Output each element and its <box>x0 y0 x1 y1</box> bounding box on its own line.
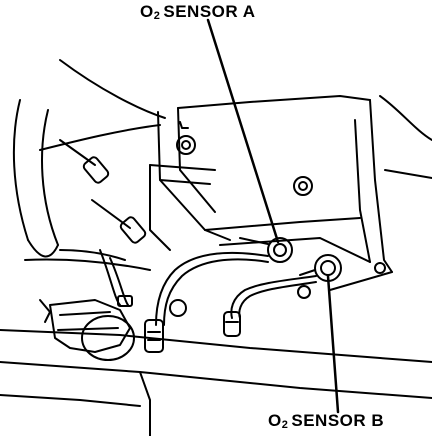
upper-connectors <box>59 139 147 244</box>
floor-plate <box>0 329 432 436</box>
sensor-a <box>239 237 293 263</box>
leader-lines <box>206 18 340 414</box>
transmission-housing <box>157 95 432 291</box>
sensor-wires <box>24 249 317 326</box>
connector-plugs <box>144 285 311 353</box>
engine-block-left <box>12 59 216 258</box>
boot-assembly <box>39 295 135 361</box>
